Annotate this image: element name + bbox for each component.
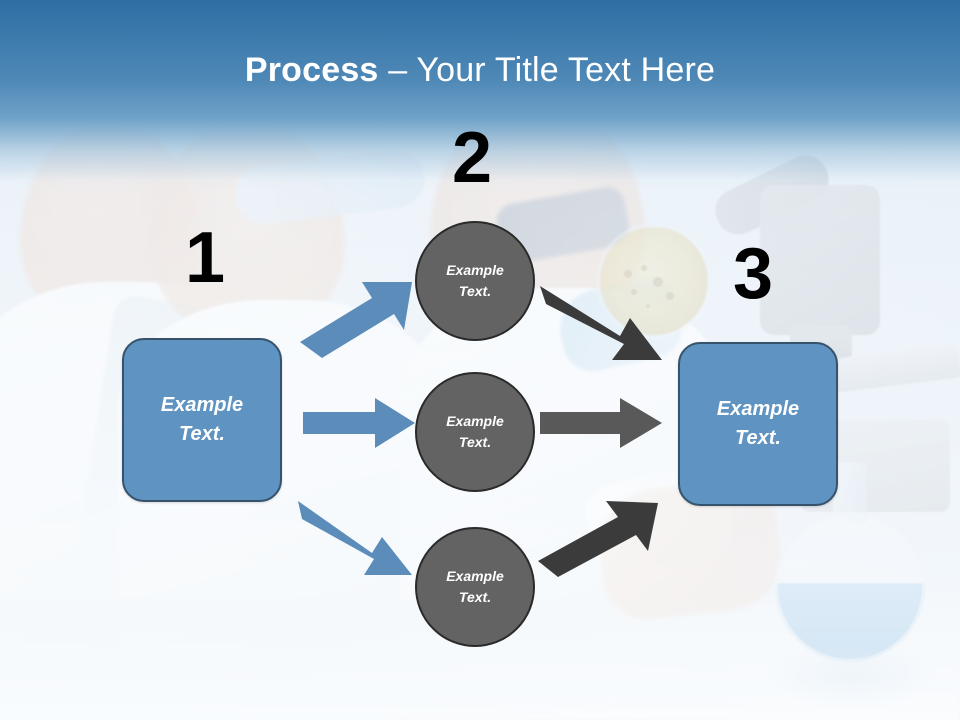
process-circle-bottom[interactable]: Example Text.	[415, 527, 535, 647]
arrow-up-right-gray	[538, 497, 664, 579]
process-circle-bottom-line1: Example	[446, 568, 504, 584]
process-box-right-line2: Text.	[735, 427, 781, 449]
process-box-left[interactable]: Example Text.	[122, 338, 282, 502]
process-box-right-text: Example Text.	[717, 395, 799, 453]
arrow-right-gray	[540, 398, 662, 448]
page-title-rest: – Your Title Text Here	[378, 51, 716, 89]
step-number-2: 2	[451, 118, 493, 198]
arrow-down-right-blue	[298, 497, 416, 579]
arrow-right-blue-icon	[303, 398, 415, 448]
process-circle-bottom-line2: Text.	[458, 589, 492, 605]
arrow-up-right-gray-icon	[538, 501, 658, 577]
page-title: Process – Your Title Text Here	[0, 51, 960, 90]
arrow-right-blue	[303, 398, 415, 448]
process-box-right[interactable]: Example Text.	[678, 342, 838, 506]
process-circle-top-text: Example Text.	[446, 260, 504, 302]
arrow-down-right-blue-icon	[298, 501, 412, 575]
process-circle-top-line2: Text.	[458, 283, 492, 299]
header-gradient-band	[0, 0, 960, 190]
arrow-down-right-gray	[540, 280, 666, 362]
process-circle-bottom-text: Example Text.	[446, 566, 504, 608]
process-circle-middle[interactable]: Example Text.	[415, 372, 535, 492]
arrow-up-right-blue-icon	[300, 282, 412, 358]
process-circle-middle-line1: Example	[446, 413, 504, 429]
process-circle-top-line1: Example	[446, 262, 504, 278]
arrow-up-right-blue	[300, 278, 416, 360]
step-number-3: 3	[732, 234, 774, 314]
process-circle-top[interactable]: Example Text.	[415, 221, 535, 341]
process-box-right-line1: Example	[716, 398, 800, 420]
process-box-left-line1: Example	[160, 394, 244, 416]
process-circle-middle-line2: Text.	[458, 434, 492, 450]
process-box-left-line2: Text.	[179, 423, 225, 445]
arrow-down-right-gray-icon	[540, 286, 662, 360]
page-title-bold: Process	[244, 51, 379, 89]
process-box-left-text: Example Text.	[161, 391, 243, 449]
process-circle-middle-text: Example Text.	[446, 411, 504, 453]
step-number-1: 1	[184, 218, 226, 298]
arrow-right-gray-icon	[540, 398, 662, 448]
